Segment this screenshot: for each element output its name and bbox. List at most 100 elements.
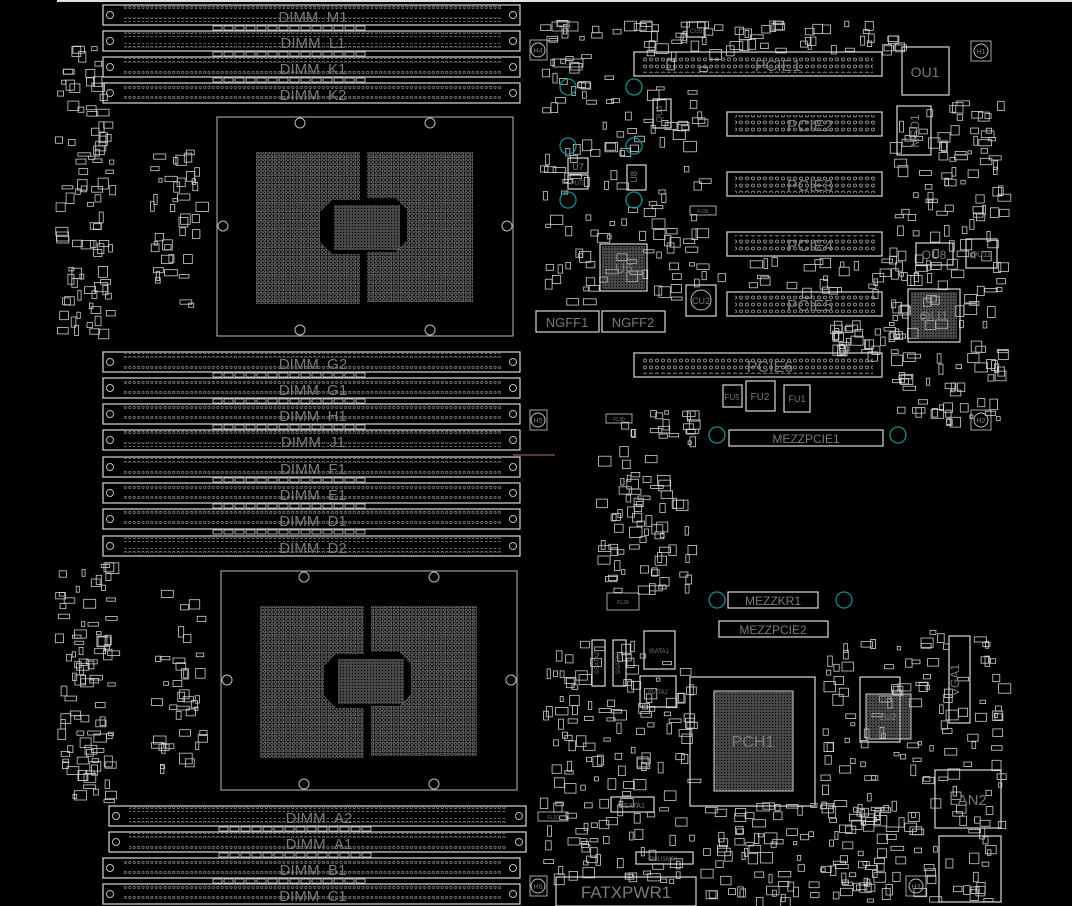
psusmb1-connector[interactable]: PSUSMB1 bbox=[635, 851, 694, 865]
smd-part bbox=[834, 328, 840, 341]
smd-part bbox=[586, 855, 598, 864]
dimm-slot[interactable]: DIMM_C1 bbox=[102, 883, 521, 905]
ferrite-fl30[interactable]: FL30 bbox=[605, 413, 633, 424]
smd-part bbox=[76, 662, 90, 671]
smd-part bbox=[927, 191, 934, 203]
cpu-socket-1[interactable] bbox=[216, 116, 514, 337]
smd-part bbox=[648, 849, 657, 861]
ssata1-connector[interactable]: SSATA1 bbox=[610, 796, 655, 813]
smd-part bbox=[273, 826, 284, 832]
smd-part bbox=[564, 770, 574, 775]
pcie-slot-3[interactable]: PCIE3 bbox=[726, 171, 883, 197]
dimm-slot[interactable]: DIMM_H1 bbox=[102, 403, 521, 430]
mezzkr1-slot[interactable]: MEZZKR1 bbox=[727, 591, 819, 609]
dimm-slot[interactable]: DIMM_D1 bbox=[102, 508, 521, 535]
fuse-fu5[interactable]: FU5 bbox=[722, 384, 743, 408]
hole-h5[interactable]: H5 bbox=[529, 409, 548, 431]
dimm-slot[interactable]: DIMM_G1 bbox=[102, 377, 521, 404]
dimm-slot[interactable]: DIMM_G2 bbox=[102, 351, 521, 378]
chip-u7[interactable]: U7 bbox=[567, 157, 589, 174]
ssata3-connector[interactable]: SSATA3 bbox=[612, 639, 627, 687]
smd-part bbox=[598, 708, 612, 713]
smd-part bbox=[185, 171, 195, 182]
mezzpcie1-slot[interactable]: MEZZPCIE1 bbox=[728, 429, 884, 447]
pcie-slot-6[interactable]: PCIE6 bbox=[633, 352, 883, 378]
smd-part bbox=[757, 833, 764, 838]
smd-part bbox=[985, 789, 992, 796]
ssata2-connector[interactable]: SSATA2 bbox=[591, 639, 606, 687]
chip-lu2[interactable]: LU2 bbox=[859, 676, 912, 743]
pcie-slot-5[interactable]: PCIE5 bbox=[726, 291, 883, 317]
chip-msd1[interactable]: MSD1 bbox=[896, 105, 932, 156]
smd-part bbox=[796, 855, 802, 861]
chip-qu1[interactable]: QU1 bbox=[907, 288, 961, 343]
dimm-slot[interactable]: DIMM_K2 bbox=[102, 82, 521, 104]
usb-connector[interactable] bbox=[938, 835, 1002, 903]
smd-part bbox=[655, 43, 669, 54]
chip-cu2[interactable]: CU2 bbox=[685, 284, 717, 317]
pcie-slot-1[interactable]: PCIE1 bbox=[633, 51, 883, 77]
chip-qu11[interactable]: QU11 bbox=[965, 238, 998, 269]
dimm-slot[interactable]: DIMM_M1 bbox=[102, 4, 521, 31]
ngff1-slot[interactable]: NGFF1 bbox=[535, 310, 600, 333]
chip-qu8[interactable]: QU8 bbox=[915, 242, 954, 266]
cpu-socket-2[interactable] bbox=[220, 570, 518, 791]
smd-part bbox=[893, 752, 900, 757]
smd-part bbox=[98, 328, 110, 340]
smd-part bbox=[881, 888, 891, 900]
chip-pu72[interactable]: PU72 bbox=[567, 174, 589, 190]
ferrite-fl29[interactable]: FL29 bbox=[606, 592, 640, 611]
mezzpcie2-slot[interactable]: MEZZPCIE2 bbox=[718, 620, 829, 638]
smd-part bbox=[849, 872, 857, 878]
dimm-slot[interactable]: DIMM_L1 bbox=[102, 30, 521, 57]
isata1-connector[interactable]: ISATA1 bbox=[643, 630, 676, 670]
hole-h3[interactable]: H3 bbox=[905, 875, 927, 897]
lan2-connector[interactable]: LAN2 bbox=[934, 769, 1002, 829]
fatxpwr1-connector[interactable]: FATXPWR1 bbox=[555, 876, 697, 906]
fuse-fu2[interactable]: FU2 bbox=[745, 380, 776, 412]
chip-u8[interactable]: U8 bbox=[626, 164, 647, 191]
smd-part bbox=[651, 24, 660, 33]
smd-part bbox=[552, 167, 567, 173]
dimm-slot[interactable]: DIMM_A2 bbox=[108, 805, 527, 832]
hole-h4[interactable]: H4 bbox=[529, 39, 548, 61]
dimm-slot[interactable]: DIMM_F1 bbox=[102, 456, 521, 483]
smd-part bbox=[178, 274, 190, 279]
smd-part bbox=[773, 20, 785, 25]
smd-part bbox=[545, 153, 550, 166]
dimm-slot[interactable]: DIMM_B1 bbox=[102, 857, 521, 884]
chip-u6[interactable]: U6 bbox=[599, 243, 648, 292]
smd-part bbox=[804, 37, 812, 45]
dimm-slot[interactable]: DIMM_J1 bbox=[102, 429, 521, 451]
chip-cu5[interactable]: CU5 bbox=[686, 21, 706, 38]
dimm-slot[interactable]: DIMM_K1 bbox=[102, 56, 521, 83]
pcie-slot-4[interactable]: PCIE4 bbox=[726, 231, 883, 257]
ou1-label: OU1 bbox=[911, 64, 940, 80]
hole-h1[interactable]: H1 bbox=[970, 40, 992, 62]
ferrite-fl48[interactable]: FL48 bbox=[551, 21, 579, 32]
smd-part bbox=[994, 713, 1003, 721]
ngff2-slot[interactable]: NGFF2 bbox=[601, 310, 666, 333]
smd-part bbox=[975, 885, 986, 897]
smd-part bbox=[94, 647, 106, 655]
chip-qu3[interactable]: QU3 bbox=[652, 98, 672, 129]
hole-h2[interactable]: H2 bbox=[970, 409, 992, 431]
smd-part bbox=[107, 682, 116, 687]
pcie-slot-2[interactable]: PCIE2 bbox=[726, 111, 883, 137]
smd-part bbox=[656, 521, 669, 533]
dimm-slot[interactable]: DIMM_A1 bbox=[108, 831, 527, 858]
smd-part bbox=[838, 687, 850, 697]
ferrite-fl20[interactable]: FL20 bbox=[552, 58, 584, 68]
vga1-connector[interactable]: VGA1 bbox=[948, 635, 971, 724]
hole-h6[interactable]: H6 bbox=[529, 875, 548, 897]
dimm-slot[interactable]: DIMM_E1 bbox=[102, 482, 521, 509]
smd-part bbox=[639, 653, 646, 659]
ferrite-fl10[interactable]: FL10 bbox=[537, 811, 569, 822]
fuse-fu1[interactable]: FU1 bbox=[783, 384, 811, 413]
isata2-connector[interactable]: ISATA2 bbox=[639, 675, 677, 708]
dimm-slot[interactable]: DIMM_D2 bbox=[102, 535, 521, 557]
chip-ou1[interactable]: OU1 bbox=[901, 46, 950, 96]
ferrite-fl56[interactable]: FL56 bbox=[689, 205, 717, 216]
chip-pch[interactable]: PCH1 bbox=[689, 676, 816, 807]
